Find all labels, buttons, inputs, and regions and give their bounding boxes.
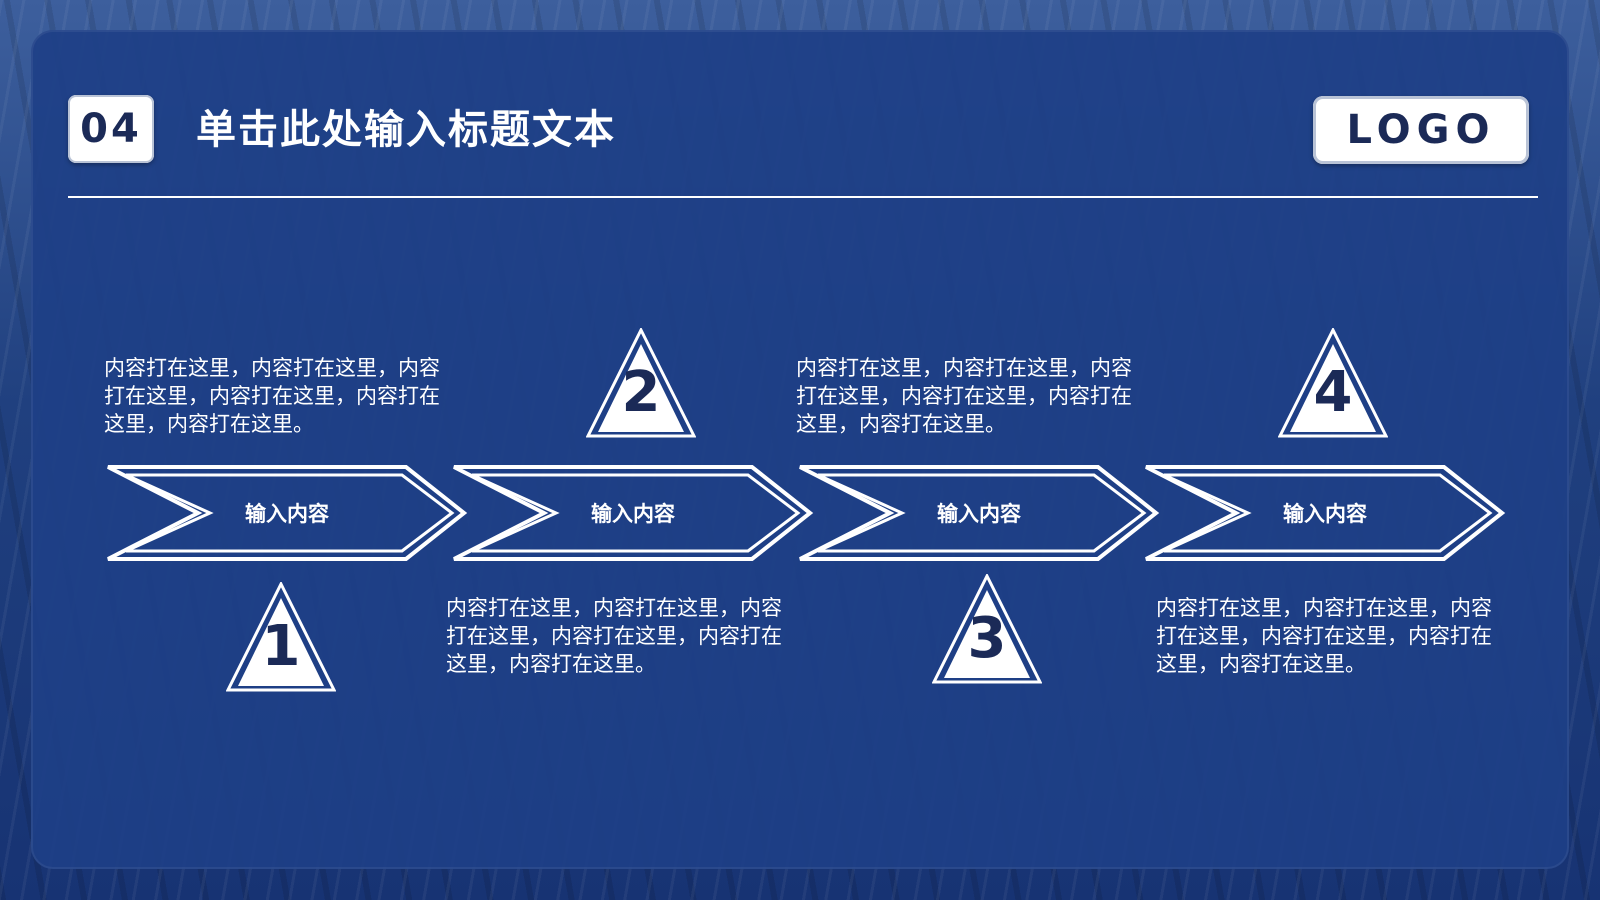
step-number-triangle-4: 4: [1278, 328, 1388, 440]
chevron-arrow-icon: [799, 465, 1160, 561]
step-description-2[interactable]: 内容打在这里，内容打在这里，内容打在这里，内容打在这里，内容打在这里，内容打在这…: [446, 596, 782, 676]
triangle-icon: [1278, 328, 1388, 438]
step-label: 输入内容: [245, 502, 329, 526]
step-number: 2: [621, 360, 661, 425]
section-number: 04: [80, 106, 142, 152]
step-arrow-4[interactable]: 输入内容: [1144, 465, 1506, 561]
chevron-arrow-icon: [107, 465, 468, 561]
section-number-badge: 04: [68, 95, 154, 163]
step-number-triangle-1: 1: [226, 582, 336, 694]
step-arrow-2[interactable]: 输入内容: [452, 465, 814, 561]
logo-text: LOGO: [1346, 107, 1496, 153]
step-number: 3: [967, 606, 1007, 671]
step-label: 输入内容: [1283, 502, 1367, 526]
step-number: 4: [1313, 360, 1353, 425]
triangle-icon: [586, 328, 696, 438]
title-divider: [68, 196, 1538, 198]
triangle-icon: [226, 582, 336, 692]
step-arrow-1[interactable]: 输入内容: [106, 465, 468, 561]
step-number-triangle-3: 3: [932, 574, 1042, 686]
slide-title[interactable]: 单击此处输入标题文本: [196, 107, 616, 153]
chevron-arrow-icon: [1145, 465, 1506, 561]
step-arrow-3[interactable]: 输入内容: [798, 465, 1160, 561]
step-label: 输入内容: [591, 502, 675, 526]
step-description-3[interactable]: 内容打在这里，内容打在这里，内容打在这里，内容打在这里，内容打在这里，内容打在这…: [796, 356, 1132, 436]
step-label: 输入内容: [937, 502, 1021, 526]
step-number: 1: [261, 614, 301, 679]
triangle-icon: [932, 574, 1042, 684]
step-description-4[interactable]: 内容打在这里，内容打在这里，内容打在这里，内容打在这里，内容打在这里，内容打在这…: [1156, 596, 1492, 676]
chevron-arrow-icon: [453, 465, 814, 561]
content-panel: [31, 30, 1569, 869]
step-number-triangle-2: 2: [586, 328, 696, 440]
logo-placeholder[interactable]: LOGO: [1313, 96, 1529, 164]
step-description-1[interactable]: 内容打在这里，内容打在这里，内容打在这里，内容打在这里，内容打在这里，内容打在这…: [104, 356, 440, 436]
